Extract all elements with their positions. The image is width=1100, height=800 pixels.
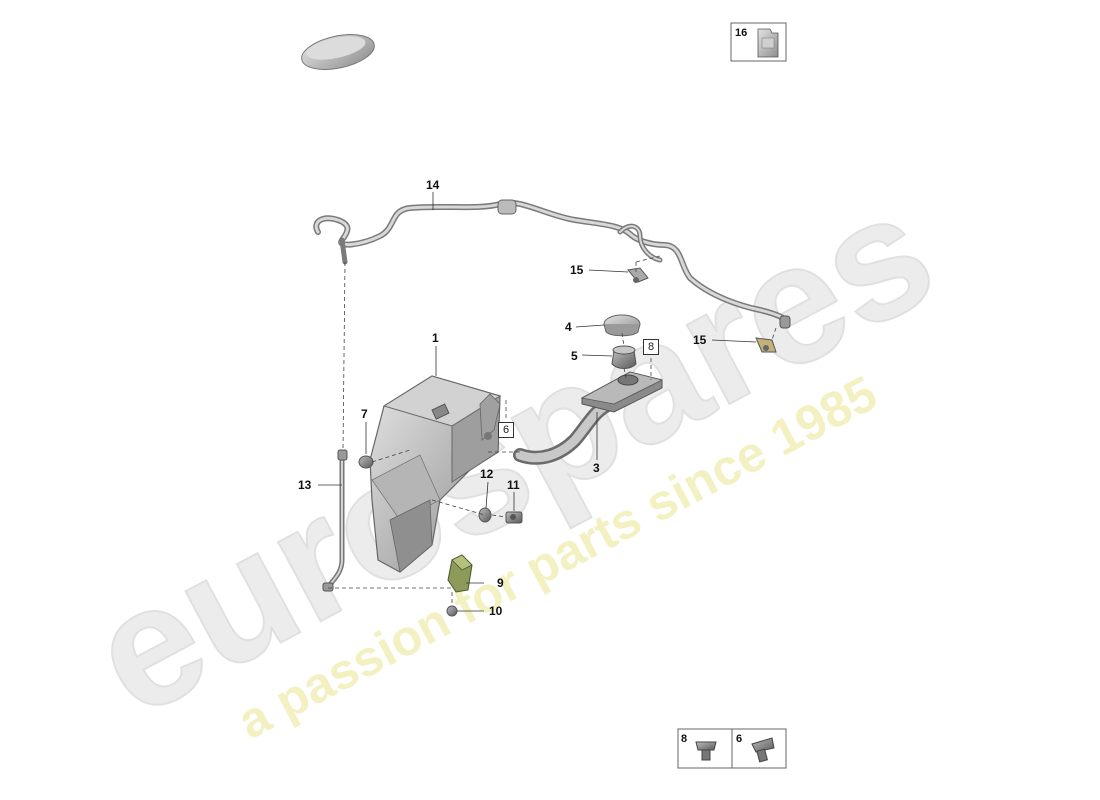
leader-lines — [318, 192, 757, 612]
callout-15-top: 15 — [570, 263, 584, 277]
hose-14-part — [313, 199, 791, 329]
callout-16: 16 — [735, 27, 748, 39]
ref-box-6: 6 — [498, 422, 514, 438]
callout-5: 5 — [571, 349, 578, 363]
seal-10-part — [446, 605, 458, 617]
callout-14: 14 — [426, 178, 440, 192]
callout-4: 4 — [565, 320, 572, 334]
filler-neck-3-part — [513, 371, 664, 465]
dashed-lines — [328, 255, 777, 606]
valve-15a-part — [627, 267, 649, 283]
sensor-11-part — [505, 511, 523, 524]
cover-cap-part — [301, 34, 375, 70]
callout-3: 3 — [593, 461, 600, 475]
legend-item-6-label: 6 — [736, 733, 743, 745]
seal-12-part — [478, 507, 492, 523]
callout-15-right: 15 — [693, 333, 707, 347]
hose-13-part — [322, 449, 348, 592]
reservoir-1-part — [369, 375, 502, 573]
callout-11: 11 — [507, 478, 520, 492]
grommet-7-part — [358, 455, 374, 469]
clip-8-part — [695, 741, 717, 761]
callout-13: 13 — [298, 478, 312, 492]
callout-7: 7 — [361, 407, 368, 421]
strainer-5-part — [611, 345, 637, 369]
valve-15b-part — [755, 337, 777, 353]
watermark: eurospares a passion for parts since 198… — [62, 154, 962, 754]
callout-9: 9 — [497, 576, 504, 590]
callout-12: 12 — [480, 467, 494, 481]
callout-10: 10 — [489, 604, 503, 618]
part-16-box — [730, 22, 787, 62]
legend-box — [677, 728, 787, 769]
clip-6-part — [751, 737, 775, 763]
legend-item-8-label: 8 — [681, 733, 688, 745]
cap-4-part — [603, 314, 641, 337]
ref-box-8: 8 — [643, 339, 659, 355]
callout-1: 1 — [432, 331, 439, 345]
watermark-brand: eurospares — [63, 155, 961, 753]
